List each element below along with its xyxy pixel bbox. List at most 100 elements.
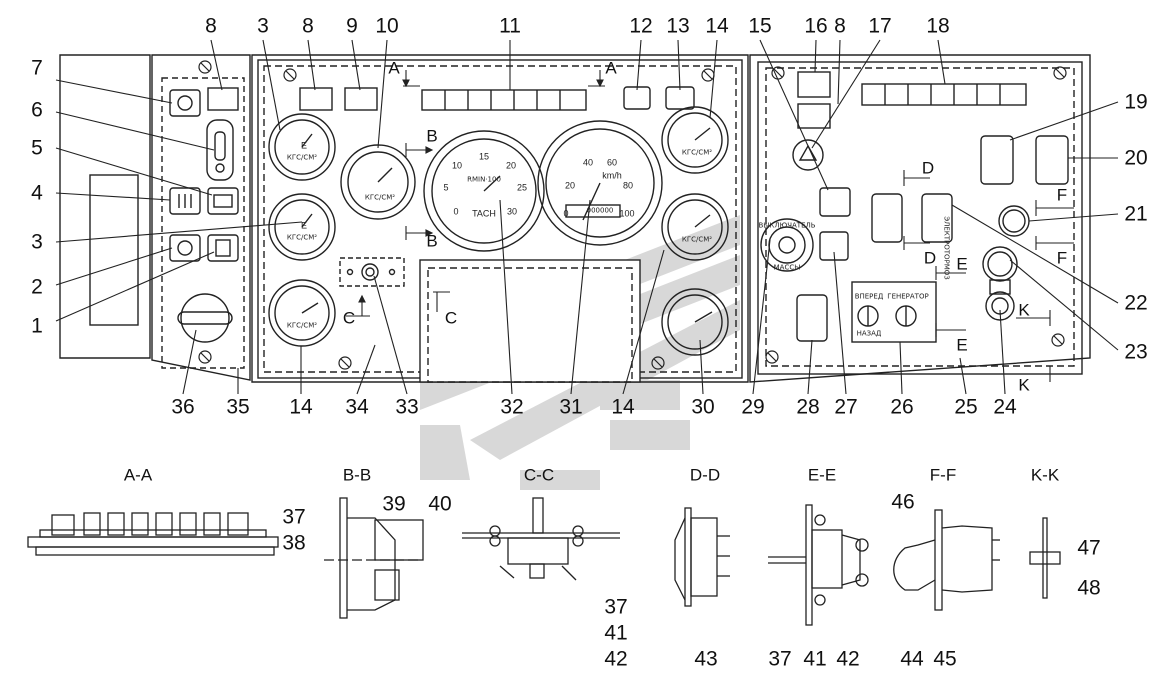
callout-39: 39	[382, 492, 406, 516]
section-views	[27, 497, 1061, 626]
left-window	[89, 174, 139, 326]
cut-letter-f-top: F	[1056, 185, 1068, 205]
tach-tick-30: 30	[506, 206, 518, 217]
cut-letter-k-bottom: K	[1018, 375, 1030, 395]
mass-switch-top-label: ВЫКЛЮЧАТЕЛЬ	[758, 221, 816, 230]
callout-8-a: 8	[205, 14, 217, 38]
cut-letter-k-top: K	[1018, 300, 1030, 320]
callout-41-ee: 41	[803, 647, 827, 671]
section-title-dd: D-D	[689, 465, 721, 485]
cut-letter-d-top: D	[921, 158, 935, 178]
callout-48: 48	[1077, 576, 1101, 600]
cut-letter-e-top: E	[956, 254, 968, 274]
section-cut-marks	[346, 70, 1074, 382]
tach-tick-20: 20	[505, 160, 517, 171]
tach-tick-5: 5	[443, 182, 449, 193]
callout-28: 28	[796, 395, 820, 419]
callout-4: 4	[31, 181, 43, 205]
section-title-bb: B-B	[342, 465, 372, 485]
fuel-e-1: E	[300, 140, 308, 151]
cut-letter-b-top: B	[426, 126, 438, 146]
ignition-knob	[180, 293, 230, 343]
callout-38: 38	[282, 531, 306, 555]
callout-37-cc: 37	[604, 595, 628, 619]
section-title-kk: K-K	[1030, 465, 1060, 485]
callout-21: 21	[1124, 202, 1148, 226]
callout-30: 30	[691, 395, 715, 419]
tach-tick-15: 15	[478, 151, 490, 162]
callout-47: 47	[1077, 536, 1101, 560]
callout-27: 27	[834, 395, 858, 419]
callout-37-ee: 37	[768, 647, 792, 671]
callout-35: 35	[226, 395, 250, 419]
section-title-ff: F-F	[929, 465, 957, 485]
switch-generator-label: ГЕНЕРАТОР	[887, 292, 929, 301]
callout-14-top: 14	[705, 14, 729, 38]
cut-letter-a-right: A	[605, 58, 617, 78]
callout-15: 15	[748, 14, 772, 38]
pressure-unit-3: КГС/СМ²	[286, 321, 318, 330]
gauges	[268, 86, 729, 356]
callout-26: 26	[890, 395, 914, 419]
mass-switch-label: МАССЫ	[773, 263, 801, 272]
cut-letter-c-right: C	[444, 308, 458, 328]
callout-33: 33	[395, 395, 419, 419]
pressure-unit-5: КГС/СМ²	[681, 148, 713, 157]
speed-odometer: 000000	[586, 206, 614, 215]
callout-42-cc: 42	[604, 647, 628, 671]
cut-letter-d-bottom: D	[923, 248, 937, 268]
callout-37-aa: 37	[282, 505, 306, 529]
callout-29: 29	[741, 395, 765, 419]
callout-10: 10	[375, 14, 399, 38]
callout-22: 22	[1124, 291, 1148, 315]
cut-letter-a-left: A	[388, 58, 400, 78]
callout-9: 9	[346, 14, 358, 38]
section-title-ee: E-E	[807, 465, 837, 485]
callout-6: 6	[31, 98, 43, 122]
switch-electrobrake-label: ЭЛЕКТРОТОРМОЗ	[942, 216, 951, 280]
callout-17: 17	[868, 14, 892, 38]
pressure-unit-1: КГС/СМ²	[286, 153, 318, 162]
callout-42-ee: 42	[836, 647, 860, 671]
speed-tick-20: 20	[564, 180, 576, 191]
callout-12: 12	[629, 14, 653, 38]
cut-letter-f-bottom: F	[1056, 248, 1068, 268]
cut-letter-c-left: C	[342, 308, 356, 328]
callout-41-cc: 41	[604, 621, 628, 645]
section-title-cc: C-C	[523, 465, 555, 485]
callout-24: 24	[993, 395, 1017, 419]
callout-44: 44	[900, 647, 924, 671]
switch-forward-label: ВПЕРЕД	[854, 292, 884, 301]
callout-7: 7	[31, 56, 43, 80]
callout-34: 34	[345, 395, 369, 419]
speed-tick-40: 40	[582, 157, 594, 168]
callout-25: 25	[954, 395, 978, 419]
tach-bottom-label: TACH	[472, 208, 496, 219]
callout-31: 31	[559, 395, 583, 419]
screws	[198, 60, 1067, 370]
pressure-unit-2: КГС/СМ²	[286, 233, 318, 242]
callout-46: 46	[891, 490, 915, 514]
tach-tick-25: 25	[516, 182, 528, 193]
callout-14-a: 14	[289, 395, 313, 419]
pressure-unit-6: КГС/СМ²	[681, 235, 713, 244]
pressure-unit-4: КГС/СМ²	[364, 193, 396, 202]
cut-letter-e-bottom: E	[956, 335, 968, 355]
speed-unit: km/h	[602, 170, 622, 181]
callout-43: 43	[694, 647, 718, 671]
callout-3-left: 3	[31, 230, 43, 254]
callout-8-c: 8	[834, 14, 846, 38]
tach-tick-0: 0	[453, 206, 459, 217]
speed-tick-60: 60	[606, 157, 618, 168]
callout-5: 5	[31, 136, 43, 160]
left-panel-controls	[169, 87, 239, 343]
leader-lines	[55, 39, 1119, 395]
switch-back-label: НАЗАД	[856, 329, 882, 338]
speed-tick-100: 100	[619, 208, 635, 219]
tach-tick-10: 10	[451, 160, 463, 171]
callout-18: 18	[926, 14, 950, 38]
speed-tick-80: 80	[622, 180, 634, 191]
section-title-aa: A-A	[123, 465, 153, 485]
